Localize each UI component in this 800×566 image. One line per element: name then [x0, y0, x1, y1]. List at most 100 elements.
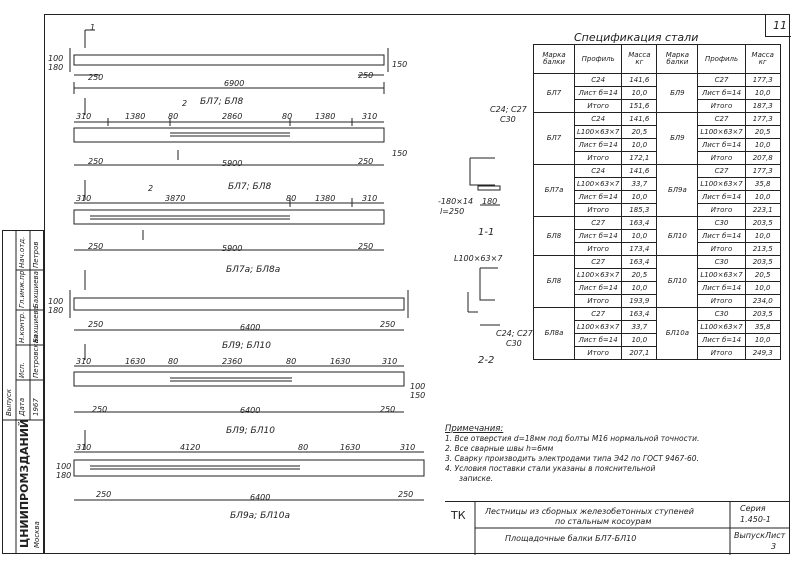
- spec-right-mass: 223,1: [744, 203, 781, 217]
- spec-left-mass: 185,3: [621, 203, 658, 217]
- beam4-dim-total: 6400: [240, 323, 261, 332]
- note-item: записке.: [459, 474, 494, 483]
- spec-left-profile: С27: [573, 307, 623, 321]
- beam2-dim-2: 80: [168, 112, 179, 121]
- beam3-dim-2: 80: [286, 194, 297, 203]
- title-line2: по стальным косоурам: [555, 517, 652, 526]
- section1-plate: -180×14: [438, 197, 474, 206]
- spec-right-profile: Итого: [697, 294, 746, 308]
- beam6-dim-4: 310: [400, 443, 416, 452]
- spec-left-profile: С27: [573, 216, 623, 230]
- beam2-dim-6: 310: [362, 112, 378, 121]
- beam3-dim-right: 250: [358, 242, 374, 251]
- release-label: Выпуск: [734, 531, 765, 540]
- spec-left-mass: 207,1: [621, 346, 658, 360]
- spec-right-mass: 177,3: [744, 164, 781, 178]
- spec-left-mass: 163,4: [621, 216, 658, 230]
- beam6-dim-0: 310: [76, 443, 92, 452]
- spec-header: Масса кг: [744, 44, 781, 74]
- spec-right-mass: 10,0: [744, 229, 781, 243]
- beam6-dim-left: 250: [96, 490, 112, 499]
- spec-header: Профиль: [573, 44, 623, 74]
- spec-left-mass: 141,6: [621, 164, 658, 178]
- section1-label: 1-1: [478, 227, 495, 238]
- spec-left-mass: 141,6: [621, 112, 658, 126]
- beam2-dim-total: 5900: [222, 159, 243, 168]
- beam1-dim-h3: 150: [392, 60, 408, 69]
- spec-right-mass: 10,0: [744, 190, 781, 204]
- spec-left-mass: 10,0: [621, 86, 658, 100]
- spec-right-profile: L100×63×7: [697, 177, 746, 191]
- spec-left-mass: 173,4: [621, 242, 658, 256]
- section1-profile: С24; С27: [490, 105, 527, 114]
- spec-right-mark: БЛ10: [656, 255, 699, 308]
- beam6-dim-3: 1630: [340, 443, 361, 452]
- beam4-dim-h2: 180: [48, 306, 64, 315]
- spec-header-row: Марка балки Профиль Масса кг Марка балки…: [533, 44, 781, 74]
- spec-right-profile: Итого: [697, 203, 746, 217]
- spec-right-mass: 213,5: [744, 242, 781, 256]
- note-item: 4. Условия поставки стали указаны в пояс…: [445, 464, 656, 473]
- note-item: 1. Все отверстия d=18мм под болты М16 но…: [445, 434, 700, 443]
- beam3-dim-left: 250: [88, 242, 104, 251]
- spec-left-profile: Лист б=14: [573, 333, 623, 347]
- title-line1: Лестницы из сборных железобетонных ступе…: [485, 507, 694, 516]
- spec-right-profile: С27: [697, 73, 746, 87]
- spec-left-mark: БЛ8а: [533, 307, 575, 360]
- spec-header: Профиль: [697, 44, 746, 74]
- beam5-dim-right: 250: [380, 405, 396, 414]
- beam3-dim-1: 3870: [165, 194, 186, 203]
- spec-right-profile: С30: [697, 255, 746, 269]
- series-value: 1.450-1: [740, 515, 771, 524]
- section1-profile2: С30: [500, 115, 516, 124]
- spec-left-profile: Лист б=14: [573, 281, 623, 295]
- spec-left-mass: 33,7: [621, 320, 658, 334]
- beam4-dim-h1: 100: [48, 297, 64, 306]
- spec-left-mass: 33,7: [621, 177, 658, 191]
- beam5-dim-total: 6400: [240, 406, 261, 415]
- beam4-dim-left: 250: [88, 320, 104, 329]
- spec-right-profile: С30: [697, 216, 746, 230]
- beam2-dim-4: 80: [282, 112, 293, 121]
- beam3-dim-3: 1380: [315, 194, 336, 203]
- spec-left-profile: L100×63×7: [573, 125, 623, 139]
- spec-left-mass: 10,0: [621, 281, 658, 295]
- spec-right-profile: L100×63×7: [697, 320, 746, 334]
- section2-angle: L100×63×7: [454, 254, 503, 263]
- sheet-value: 3: [771, 542, 777, 551]
- spec-left-profile: Лист б=14: [573, 138, 623, 152]
- section2-profile2: С30: [506, 339, 522, 348]
- spec-right-mark: БЛ9а: [656, 164, 699, 217]
- spec-right-profile: Лист б=14: [697, 281, 746, 295]
- spec-right-mark: БЛ9: [656, 73, 699, 113]
- beam4-label: БЛ9; БЛ10: [222, 341, 271, 351]
- spec-header: Марка балки: [656, 44, 699, 74]
- beam2-dim-3: 2860: [222, 112, 243, 121]
- spec-left-profile: Итого: [573, 99, 623, 113]
- spec-left-profile: Лист б=14: [573, 86, 623, 100]
- spec-right-profile: Итого: [697, 346, 746, 360]
- spec-right-mass: 249,3: [744, 346, 781, 360]
- spec-right-profile: L100×63×7: [697, 125, 746, 139]
- spec-right-mark: БЛ9: [656, 112, 699, 165]
- beam6-label: БЛ9а; БЛ10а: [230, 511, 290, 521]
- beam3-mark: 2: [148, 184, 154, 193]
- beam6-dim-1: 4120: [180, 443, 201, 452]
- beam2-label: БЛ7; БЛ8: [228, 182, 272, 192]
- spec-right-profile: Лист б=14: [697, 333, 746, 347]
- beam5-dim-3: 2360: [222, 357, 243, 366]
- left-stamp: ЦНИИПРОМЗДАНИЙ Москва Нач.отд. Гл.инж.пр…: [2, 230, 44, 554]
- spec-left-profile: Лист б=14: [573, 190, 623, 204]
- page-number-box: 11: [765, 14, 791, 37]
- spec-right-mass: 177,3: [744, 112, 781, 126]
- beam5-dim-6: 310: [382, 357, 398, 366]
